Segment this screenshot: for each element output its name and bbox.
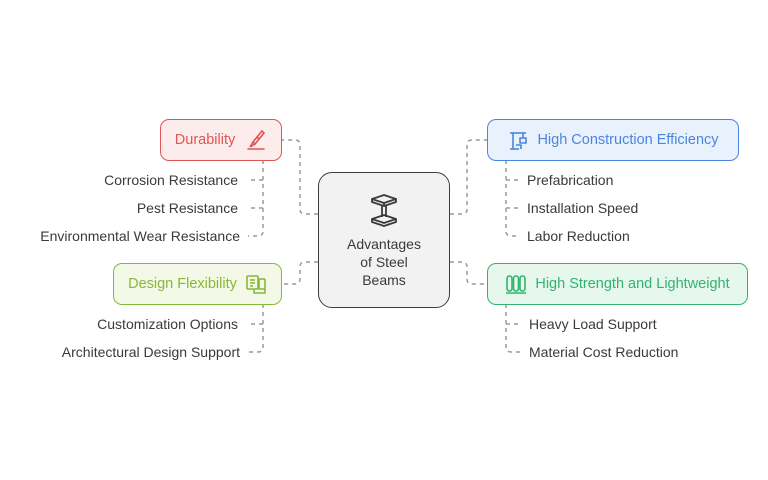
durability-label: Durability	[174, 132, 236, 148]
construction-efficiency-label: High Construction Efficiency	[537, 132, 719, 148]
connector-construction	[450, 139, 487, 215]
connector-durability-items	[248, 160, 264, 237]
crane-icon	[507, 129, 529, 151]
center-node: Advantages of Steel Beams	[318, 172, 450, 308]
list-item: Labor Reduction	[527, 228, 630, 244]
design-flexibility-box: Design Flexibility	[113, 263, 282, 305]
list-item: Heavy Load Support	[529, 316, 657, 332]
connector-construction-items	[505, 160, 520, 237]
list-item: Architectural Design Support	[61, 344, 240, 360]
list-item: Pest Resistance	[136, 200, 238, 216]
design-tools-icon	[245, 273, 267, 295]
list-item: Environmental Wear Resistance	[40, 228, 240, 244]
connector-strength	[450, 261, 487, 285]
construction-efficiency-box: High Construction Efficiency	[487, 119, 739, 161]
cylinders-icon	[505, 273, 527, 295]
strength-lightweight-box: High Strength and Lightweight	[487, 263, 748, 305]
steel-beam-icon	[364, 191, 404, 231]
list-item: Installation Speed	[527, 200, 639, 216]
center-title: Advantages of Steel Beams	[347, 236, 421, 288]
connector-design	[282, 261, 318, 285]
connector-design-items	[248, 304, 264, 353]
connector-strength-items	[505, 304, 520, 353]
list-item: Corrosion Resistance	[104, 172, 238, 188]
list-item: Prefabrication	[527, 172, 614, 188]
list-item: Customization Options	[97, 316, 238, 332]
durability-box: Durability	[160, 119, 282, 161]
pen-tool-icon	[245, 129, 267, 151]
connector-durability	[282, 139, 318, 215]
design-flexibility-label: Design Flexibility	[128, 276, 237, 292]
strength-lightweight-label: High Strength and Lightweight	[535, 276, 730, 292]
list-item: Material Cost Reduction	[529, 344, 679, 360]
